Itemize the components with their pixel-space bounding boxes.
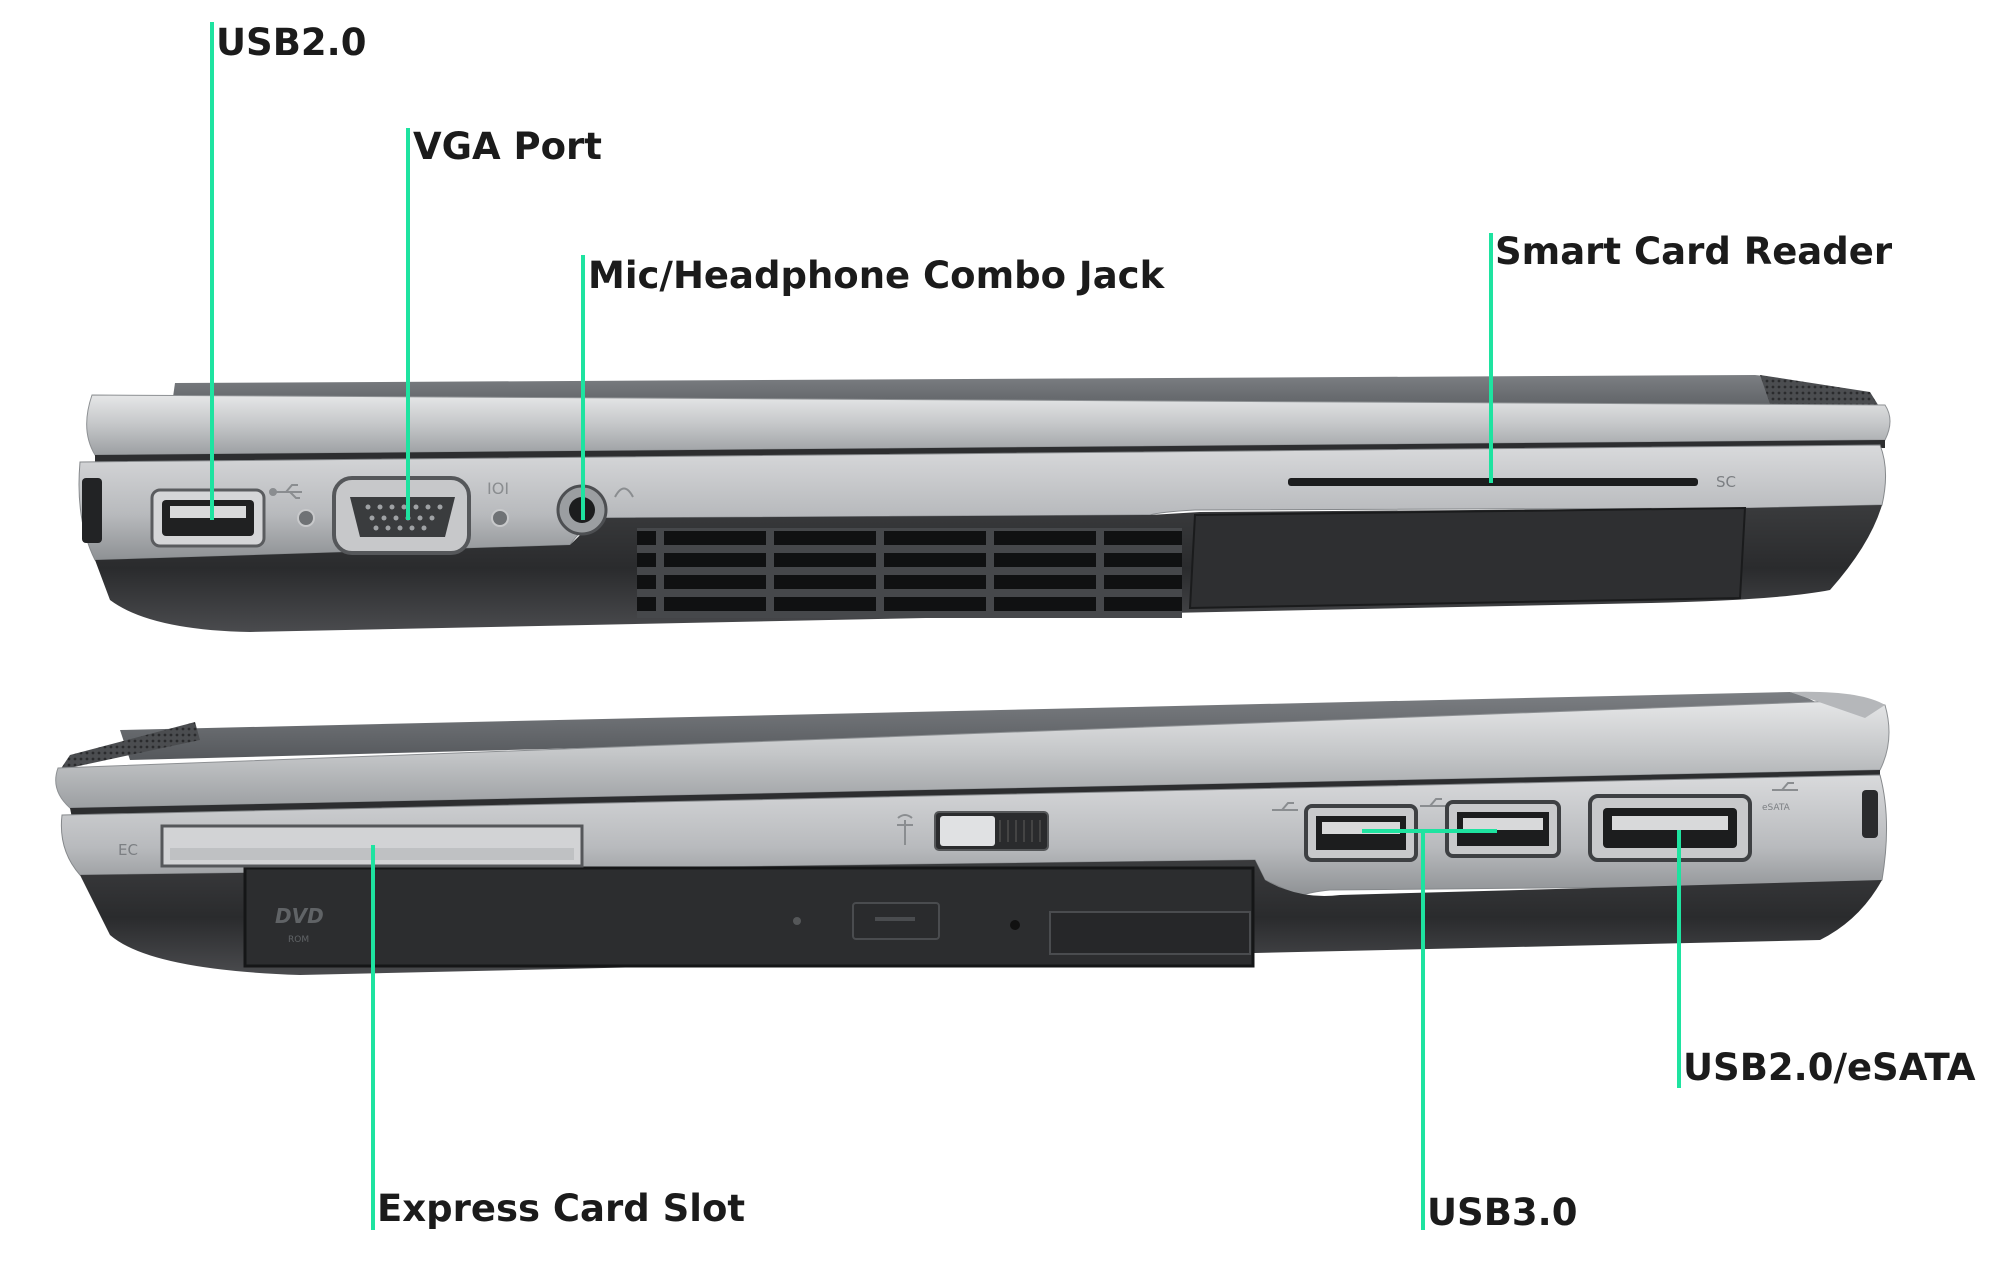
usb3-leader-left (1362, 829, 1423, 833)
laptop-left-side: IOI SC (78, 375, 1891, 632)
usb-icon (269, 484, 302, 499)
usb2-esata-label: USB2.0/eSATA (1683, 1046, 1976, 1089)
vga-port-label: VGA Port (413, 125, 602, 168)
express-leader (371, 845, 375, 1230)
esata-leader (1677, 830, 1681, 1088)
esata-icon: eSATA (1762, 803, 1791, 813)
vga-marking: IOI (487, 479, 509, 498)
usb-icon (1272, 782, 1798, 811)
laptop-right-side: DVD ROM EC eSATA (55, 691, 1890, 975)
usb3-label: USB3.0 (1427, 1191, 1578, 1234)
sc-marking: SC (1716, 473, 1736, 491)
rom-marking: ROM (288, 935, 309, 945)
dvd-logo: DVD (275, 904, 324, 928)
express-card-slot-label: Express Card Slot (377, 1187, 746, 1230)
mic-headphone-label: Mic/Headphone Combo Jack (588, 254, 1165, 297)
usb3-leader (1421, 830, 1425, 1230)
mic-leader (581, 255, 585, 520)
wireless-antenna-icon (897, 814, 913, 845)
air-vent (637, 528, 1182, 618)
smart-card-reader-label: Smart Card Reader (1495, 230, 1893, 273)
headphone-icon (614, 487, 634, 498)
vga-leader (406, 128, 410, 520)
smart-card-slot (1288, 478, 1698, 486)
smartcard-leader (1489, 233, 1493, 483)
usb3-leader-right (1421, 829, 1497, 833)
usb2-label: USB2.0 (216, 21, 367, 64)
usb2-leader (210, 22, 214, 520)
ec-marking: EC (118, 841, 138, 859)
